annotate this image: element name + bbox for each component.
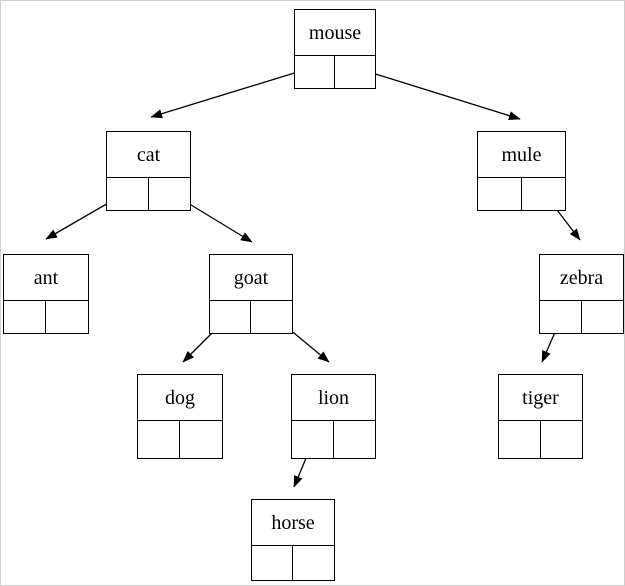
right-pointer-cell[interactable] <box>334 421 376 458</box>
left-pointer-cell[interactable] <box>252 546 293 580</box>
left-pointer-cell[interactable] <box>210 301 251 333</box>
tree-node-label: mouse <box>308 21 362 44</box>
tree-node-mule[interactable]: mule <box>477 131 566 211</box>
right-pointer-cell[interactable] <box>293 546 334 580</box>
tree-node-label: zebra <box>559 266 604 289</box>
right-pointer-cell[interactable] <box>251 301 292 333</box>
left-pointer-cell[interactable] <box>107 178 149 210</box>
left-pointer-cell[interactable] <box>478 178 522 210</box>
tree-node-label: goat <box>233 266 269 289</box>
tree-node-label: dog <box>165 386 195 409</box>
left-pointer-cell[interactable] <box>292 421 334 458</box>
right-pointer-cell[interactable] <box>582 301 624 333</box>
tree-node-pointer-row <box>210 300 292 333</box>
tree-node-label: mule <box>501 143 542 166</box>
right-pointer-cell[interactable] <box>46 301 88 333</box>
tree-node-pointer-row <box>252 545 334 580</box>
tree-node-label: ant <box>33 266 59 289</box>
tree-node-pointer-row <box>292 420 375 458</box>
tree-edge-mouse-to-mule <box>352 66 521 121</box>
right-pointer-cell[interactable] <box>335 56 375 88</box>
right-pointer-cell[interactable] <box>180 421 222 458</box>
tree-node-mouse[interactable]: mouse <box>294 9 376 89</box>
left-pointer-cell[interactable] <box>295 56 335 88</box>
tree-node-horse[interactable]: horse <box>251 499 335 581</box>
tree-node-zebra[interactable]: zebra <box>539 254 624 334</box>
tree-node-label: lion <box>317 386 350 409</box>
tree-node-pointer-row <box>478 177 565 210</box>
left-pointer-cell[interactable] <box>540 301 582 333</box>
left-pointer-cell[interactable] <box>4 301 46 333</box>
tree-node-label: cat <box>136 143 161 166</box>
tree-node-pointer-row <box>499 420 582 458</box>
left-pointer-cell[interactable] <box>499 421 541 458</box>
tree-node-dog[interactable]: dog <box>137 374 223 459</box>
left-pointer-cell[interactable] <box>138 421 180 458</box>
tree-node-cat[interactable]: cat <box>106 131 191 211</box>
tree-node-ant[interactable]: ant <box>3 254 89 334</box>
tree-node-goat[interactable]: goat <box>209 254 293 334</box>
tree-node-lion[interactable]: lion <box>291 374 376 459</box>
tree-node-label: tiger <box>522 386 559 409</box>
right-pointer-cell[interactable] <box>541 421 583 458</box>
tree-node-pointer-row <box>540 300 623 333</box>
tree-edge-mouse-to-cat <box>150 66 315 119</box>
tree-node-pointer-row <box>138 420 222 458</box>
tree-node-pointer-row <box>107 177 190 210</box>
tree-node-tiger[interactable]: tiger <box>498 374 583 459</box>
tree-node-pointer-row <box>4 300 88 333</box>
tree-node-label: horse <box>271 511 315 534</box>
right-pointer-cell[interactable] <box>149 178 191 210</box>
right-pointer-cell[interactable] <box>522 178 566 210</box>
tree-node-pointer-row <box>295 55 375 88</box>
